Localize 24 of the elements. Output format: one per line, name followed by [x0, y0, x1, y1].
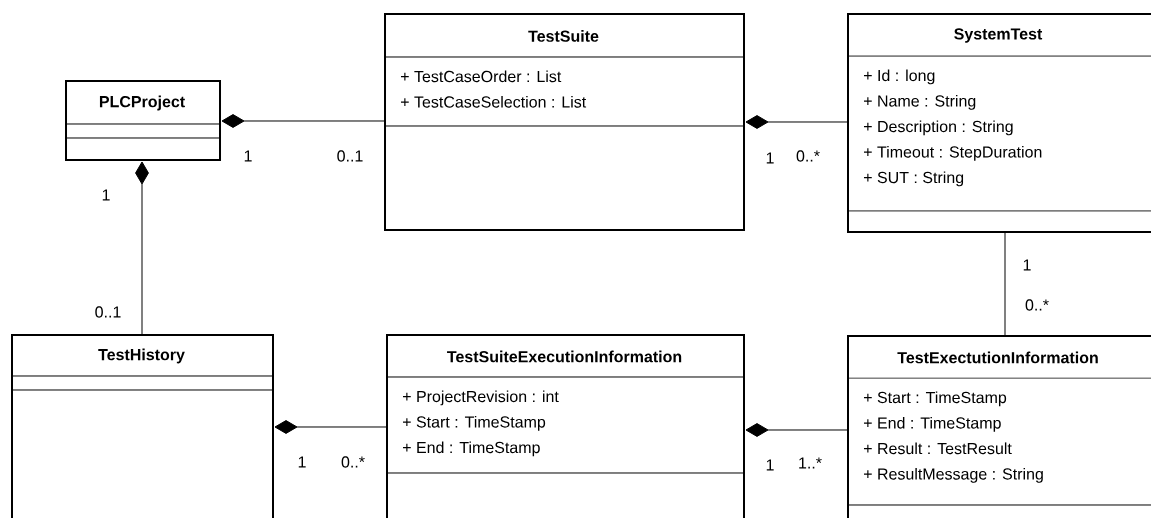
multiplicity-label: 1 [102, 189, 110, 201]
multiplicity-label: 0..1 [95, 306, 121, 318]
class-box: TestExectutionInformation + Start : TimeStamp + End : TimeStamp + Result : TestResult + ResultMessage : String [846, 335, 1151, 518]
composition-line [274, 420, 387, 434]
multiplicity-label: 1..* [799, 457, 822, 469]
multiplicity-label: 0..* [341, 456, 365, 468]
class-box: SystemTest + Id : long + Name : String + Description : String + Timeout : StepDuration + SUT : String [846, 13, 1151, 233]
multiplicity-label: 0..* [796, 150, 820, 162]
composition-line [221, 114, 385, 128]
multiplicity-label: 1 [1023, 259, 1031, 271]
multiplicity-label: 0..* [1025, 299, 1049, 311]
class-box: TestSuiteExecutionInformation + ProjectRevision : int + Start : TimeStamp + End : TimeStamp [385, 334, 745, 518]
multiplicity-label: 1 [244, 150, 252, 162]
composition-line [745, 115, 848, 129]
multiplicity-label: 1 [766, 152, 774, 164]
class-box: TestHistory [10, 334, 274, 518]
class-box: TestSuite + TestCaseOrder : List + TestCaseSelection : List [383, 13, 745, 231]
multiplicity-label: 0..1 [337, 150, 363, 162]
multiplicity-label: 1 [298, 456, 306, 468]
composition-line [135, 161, 149, 335]
multiplicity-label: 1 [766, 459, 774, 471]
class-box: PLCProject [64, 80, 221, 161]
association-line [1004, 232, 1006, 336]
composition-line [745, 423, 848, 437]
